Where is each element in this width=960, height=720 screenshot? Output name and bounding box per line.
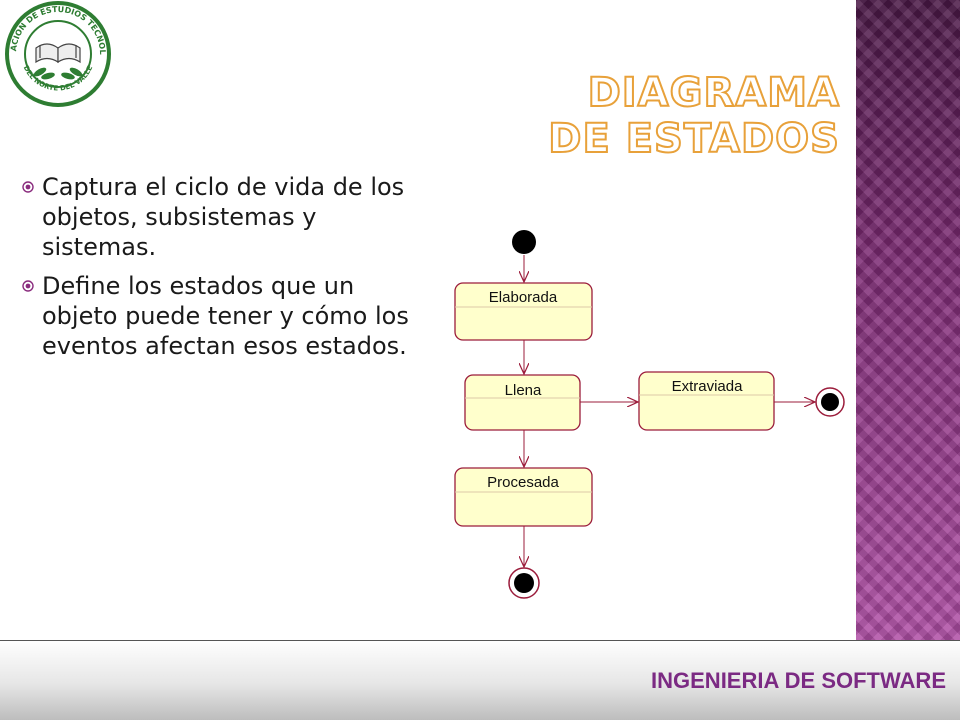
bullet-text: Define los estados que un objeto puede t…	[42, 272, 409, 360]
footer-course-label: INGENIERIA DE SOFTWARE	[651, 668, 946, 693]
initial-state-node	[512, 230, 536, 254]
laurel-icon	[33, 67, 83, 80]
footer-divider	[0, 640, 960, 641]
state-extraviada: Extraviada	[638, 371, 775, 431]
book-icon	[35, 43, 81, 64]
slide-title: DIAGRAMA DE ESTADOS	[547, 69, 840, 163]
bullet-text: Captura el ciclo de vida de los objetos,…	[42, 173, 405, 261]
decorative-side-stripe	[856, 0, 960, 640]
state-label: Elaborada	[489, 289, 558, 306]
state-llena: Llena	[464, 374, 581, 431]
corporation-seal-logo: CORPORACION DE ESTUDIOS TECNOLOGICOS DEL…	[2, 0, 111, 107]
final-state-node-bottom	[508, 567, 540, 599]
footer-bar: INGENIERIA DE SOFTWARE	[0, 640, 960, 720]
final-state-node-right	[815, 387, 845, 417]
bullet-icon	[22, 280, 34, 292]
state-label: Procesada	[487, 474, 559, 491]
state-procesada: Procesada	[454, 467, 593, 527]
bullet-item: Captura el ciclo de vida de los objetos,…	[22, 172, 422, 262]
bullet-list: Captura el ciclo de vida de los objetos,…	[22, 172, 422, 370]
state-elaborada: Elaborada	[454, 282, 593, 341]
state-label: Llena	[505, 382, 542, 399]
bullet-icon	[22, 181, 34, 193]
state-label: Extraviada	[672, 378, 744, 395]
bullet-item: Define los estados que un objeto puede t…	[22, 271, 422, 361]
state-diagram: Elaborada Llena Extraviada Procesada	[454, 230, 845, 599]
